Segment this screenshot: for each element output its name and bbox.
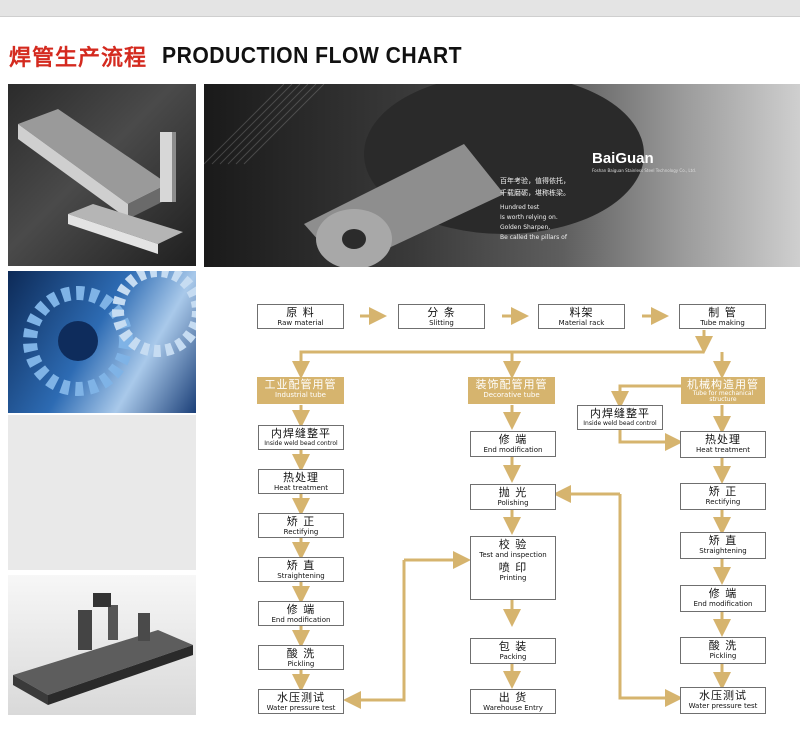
top-bar: [0, 0, 800, 17]
decorative-step-inspection-printing: 校 验 Test and inspection 喷 印 Printing: [470, 536, 556, 600]
page-title-cn: 焊管生产流程: [9, 46, 148, 71]
industrial-step-rectifying: 矫 正 Rectifying: [258, 513, 344, 538]
placeholder-panel: [8, 415, 196, 570]
banner-slogan-en-2: Is worth relying on.: [500, 214, 558, 221]
category-mechanical-tube: 机械构造用管 Tube for mechanical structure: [681, 377, 765, 404]
mechanical-step-water-pressure-test: 水压测试 Water pressure test: [680, 687, 766, 714]
mechanical-step-pickling: 酸 洗 Pickling: [680, 637, 766, 664]
mechanical-side-step-weld-bead: 内焊缝整平 Inside weld bead control: [577, 405, 663, 430]
decorative-step-polishing: 抛 光 Polishing: [470, 484, 556, 510]
page-title-en: PRODUCTION FLOW CHART: [162, 42, 462, 68]
decorative-step-warehouse-entry: 出 货 Warehouse Entry: [470, 689, 556, 714]
brand-logo: BaiGuan: [592, 150, 654, 167]
industrial-step-water-pressure-test: 水压测试 Water pressure test: [258, 689, 344, 714]
steel-tube-photo: [8, 84, 196, 266]
industrial-step-weld-bead: 内焊缝整平 Inside weld bead control: [258, 425, 344, 450]
banner-slogan-en-3: Golden Sharpen,: [500, 224, 551, 231]
industrial-step-end-modification: 修 端 End modification: [258, 601, 344, 626]
industrial-step-pickling: 酸 洗 Pickling: [258, 645, 344, 670]
step-material-rack: 料架 Material rack: [538, 304, 625, 329]
industrial-step-straightening: 矫 直 Straightening: [258, 557, 344, 582]
banner-slogan-en-4: Be called the pillars of: [500, 234, 567, 241]
category-decorative-tube: 装饰配管用管 Decorative tube: [468, 377, 555, 404]
decorative-step-packing: 包 装 Packing: [470, 638, 556, 664]
category-industrial-tube: 工业配管用管 Industrial tube: [257, 377, 344, 404]
gears-photo: [8, 271, 196, 413]
step-slitting: 分 条 Slitting: [398, 304, 485, 329]
hero-banner: BaiGuan Foshan Baiguan Stainless Steel T…: [204, 84, 800, 267]
banner-slogan-cn-1: 百年考验，值得依托，: [500, 177, 570, 185]
banner-slogan-en-1: Hundred test: [500, 204, 540, 211]
banner-slogan-cn-2: 千载磨砺，堪称栋梁。: [500, 189, 570, 197]
step-tube-making: 制 管 Tube making: [679, 304, 766, 329]
mechanical-step-heat-treatment: 热处理 Heat treatment: [680, 431, 766, 458]
decorative-step-end-modification: 修 端 End modification: [470, 431, 556, 457]
industrial-step-heat-treatment: 热处理 Heat treatment: [258, 469, 344, 494]
mechanical-step-rectifying: 矫 正 Rectifying: [680, 483, 766, 510]
mechanical-step-straightening: 矫 直 Straightening: [680, 532, 766, 559]
mechanical-step-end-modification: 修 端 End modification: [680, 585, 766, 612]
brand-logo-subtitle: Foshan Baiguan Stainless Steel Technolog…: [592, 168, 697, 173]
tube-mill-machine-photo: [8, 575, 196, 715]
step-raw-material: 原 料 Raw material: [257, 304, 344, 329]
